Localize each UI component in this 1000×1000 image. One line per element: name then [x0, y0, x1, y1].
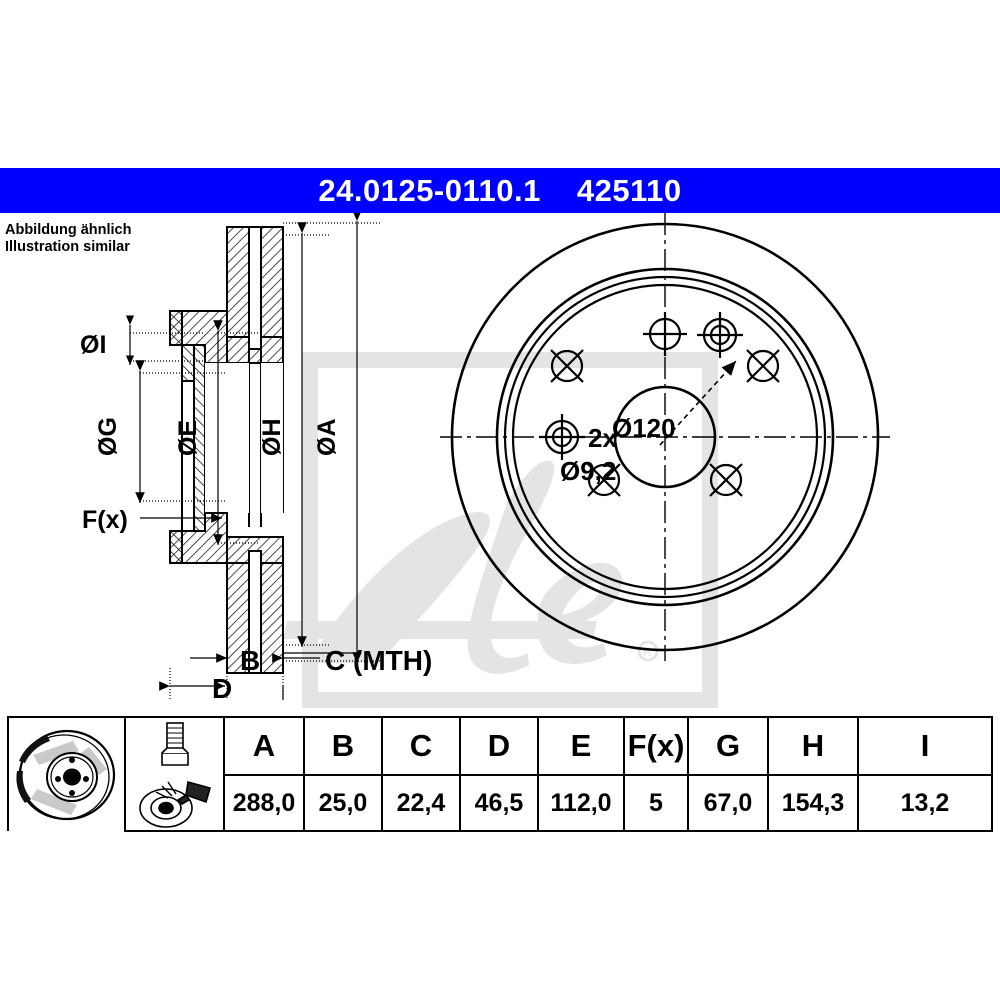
catalog-number: 425110	[576, 172, 682, 208]
column-header-a: A	[223, 716, 305, 776]
table-header-row: A B C D E F(x) G H I	[7, 716, 993, 831]
technical-drawing: R	[0, 213, 1000, 713]
label-bolt-circle-diameter: Ø120	[612, 413, 676, 443]
value-g: 67,0	[687, 774, 769, 832]
label-thickness-c: C (MTH)	[325, 645, 432, 676]
dimension-table: A B C D E F(x) G H I	[7, 716, 993, 832]
column-header-fx: F(x)	[623, 716, 689, 776]
brake-disc-photo-icon	[7, 716, 126, 831]
label-small-hole-diameter: Ø9,2	[560, 456, 616, 486]
thickness-dimension-lines	[159, 652, 357, 700]
label-small-hole-count: 2x	[588, 423, 617, 453]
part-number: 24.0125-0110.1	[318, 172, 541, 208]
face-view-labels: Ø120 2x Ø9,2	[560, 413, 676, 486]
caption-line-de: Abbildung ähnlich	[5, 222, 132, 238]
spray-paint-icon	[124, 775, 225, 832]
value-e: 112,0	[537, 774, 625, 832]
table-value-row: 288,0 25,0 22,4 46,5 112,0 5 67,0 154,3 …	[8, 774, 993, 832]
column-header-b: B	[303, 716, 383, 776]
section-dimension-lines	[125, 213, 380, 663]
value-d: 46,5	[459, 774, 539, 832]
illustration-caption: Abbildung ähnlich Illustration similar	[5, 222, 131, 256]
column-header-d: D	[459, 716, 539, 776]
value-i: 13,2	[857, 774, 993, 832]
small-threaded-holes	[539, 312, 743, 460]
label-surface-fx: F(x)	[82, 506, 128, 534]
column-header-g: G	[687, 716, 769, 776]
thickness-dimension-labels: B C (MTH) D	[212, 645, 432, 704]
value-c: 22,4	[381, 774, 461, 832]
value-a: 288,0	[223, 774, 305, 832]
bolt-icon	[124, 716, 225, 775]
column-header-i: I	[857, 716, 993, 776]
label-thickness-b: B	[240, 645, 260, 676]
label-diameter-i: ØI	[80, 331, 106, 359]
value-fx: 5	[623, 774, 689, 832]
value-h: 154,3	[767, 774, 859, 832]
svg-text:R: R	[643, 645, 652, 659]
column-header-h: H	[767, 716, 859, 776]
section-dimension-labels: ØI ØG ØE ØH ØA F(x)	[80, 331, 341, 534]
value-b: 25,0	[303, 774, 383, 832]
wheel-bolt-holes	[550, 312, 780, 497]
column-header-c: C	[381, 716, 461, 776]
header-bar: 24.0125-0110.1 425110	[0, 168, 1000, 213]
label-thickness-d: D	[212, 673, 232, 704]
caption-line-en: Illustration similar	[5, 239, 130, 255]
label-diameter-h: ØH	[258, 419, 286, 457]
disc-face-view	[440, 213, 890, 661]
label-diameter-e: ØE	[174, 420, 202, 456]
label-diameter-a: ØA	[313, 419, 341, 457]
label-diameter-g: ØG	[94, 417, 122, 456]
column-header-e: E	[537, 716, 625, 776]
